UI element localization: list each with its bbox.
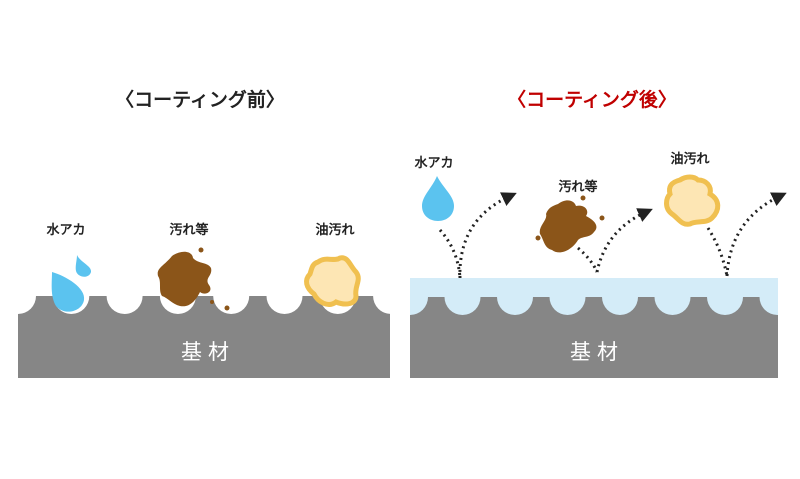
coating-layer <box>390 270 800 390</box>
before-title: 〈コーティング前〉 <box>115 89 285 111</box>
filled-pit <box>602 297 638 315</box>
incoming-path <box>577 246 599 273</box>
filled-pit <box>707 297 743 315</box>
dirt-splat-icon <box>157 247 230 311</box>
water-drop-icon <box>51 255 92 312</box>
filled-pit <box>497 297 533 315</box>
oil-stain-icon <box>304 255 361 307</box>
surface-pit <box>213 278 250 314</box>
bounce-arrow-icon <box>595 208 653 273</box>
incoming-path <box>706 227 729 277</box>
bounce-arrows <box>438 192 787 279</box>
incoming-path <box>438 228 462 279</box>
bounce-arrow-icon <box>458 192 517 279</box>
water-drop-icon <box>422 176 454 221</box>
filled-pit <box>654 297 691 315</box>
before-label-dirt: 汚れ等 <box>169 223 209 238</box>
after-substrate-label: 基材 <box>570 340 624 364</box>
after-label-dirt: 汚れ等 <box>558 180 598 195</box>
before-label-water: 水アカ <box>46 223 86 238</box>
filled-pit <box>549 297 586 315</box>
after-label-water: 水アカ <box>414 156 454 171</box>
after-title: 〈コーティング後〉 <box>507 89 677 111</box>
surface-pit <box>266 278 303 314</box>
surface-pit <box>106 278 143 314</box>
bounce-arrow-icon <box>725 192 787 277</box>
before-substrate-label: 基材 <box>181 340 235 364</box>
filled-pit <box>444 297 481 315</box>
after-label-oil: 油汚れ <box>670 152 710 167</box>
before-label-oil: 油汚れ <box>315 223 355 238</box>
surface-pit <box>0 278 36 314</box>
oil-stain-icon <box>664 174 721 227</box>
dirt-splat-icon <box>535 195 605 253</box>
